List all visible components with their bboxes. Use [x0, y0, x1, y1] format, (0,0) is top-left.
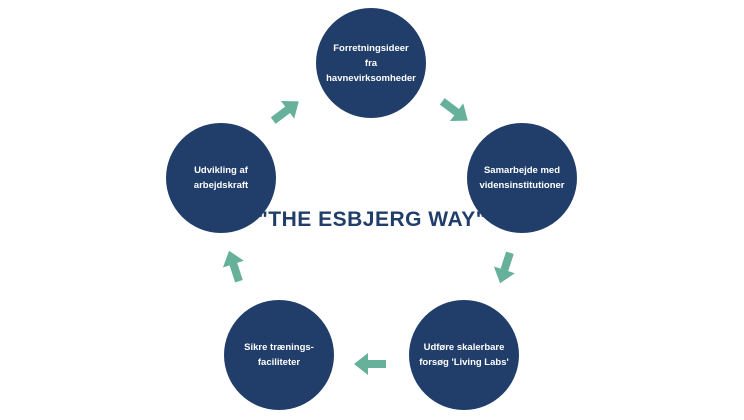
node-business-ideas: Forretningsideer fra havnevirksomheder	[316, 8, 426, 118]
node-workforce-development: Udvikling af arbejdskraft	[166, 123, 276, 233]
node-knowledge-collaboration: Samarbejde med vidensinstitutioner	[467, 123, 577, 233]
arrow-icon	[354, 353, 386, 375]
diagram-title: "THE ESBJERG WAY"	[257, 208, 487, 231]
node-training-facilities: Sikre trænings- faciliteter	[224, 300, 334, 410]
node-label: Udvikling af arbejdskraft	[193, 165, 249, 191]
arrow-icon	[270, 101, 299, 124]
node-label: Sikre trænings- faciliteter	[244, 342, 314, 368]
arrow-icon	[439, 98, 468, 121]
node-label: Udføre skalerbare forsøg 'Living Labs'	[419, 342, 509, 368]
arrow-icon	[222, 250, 244, 283]
node-living-labs: Udføre skalerbare forsøg 'Living Labs'	[409, 300, 519, 410]
node-label: Forretningsideer fra havnevirksomheder	[326, 42, 416, 84]
node-label: Samarbejde med vidensinstitutioner	[479, 165, 565, 191]
arrow-icon	[493, 251, 515, 284]
